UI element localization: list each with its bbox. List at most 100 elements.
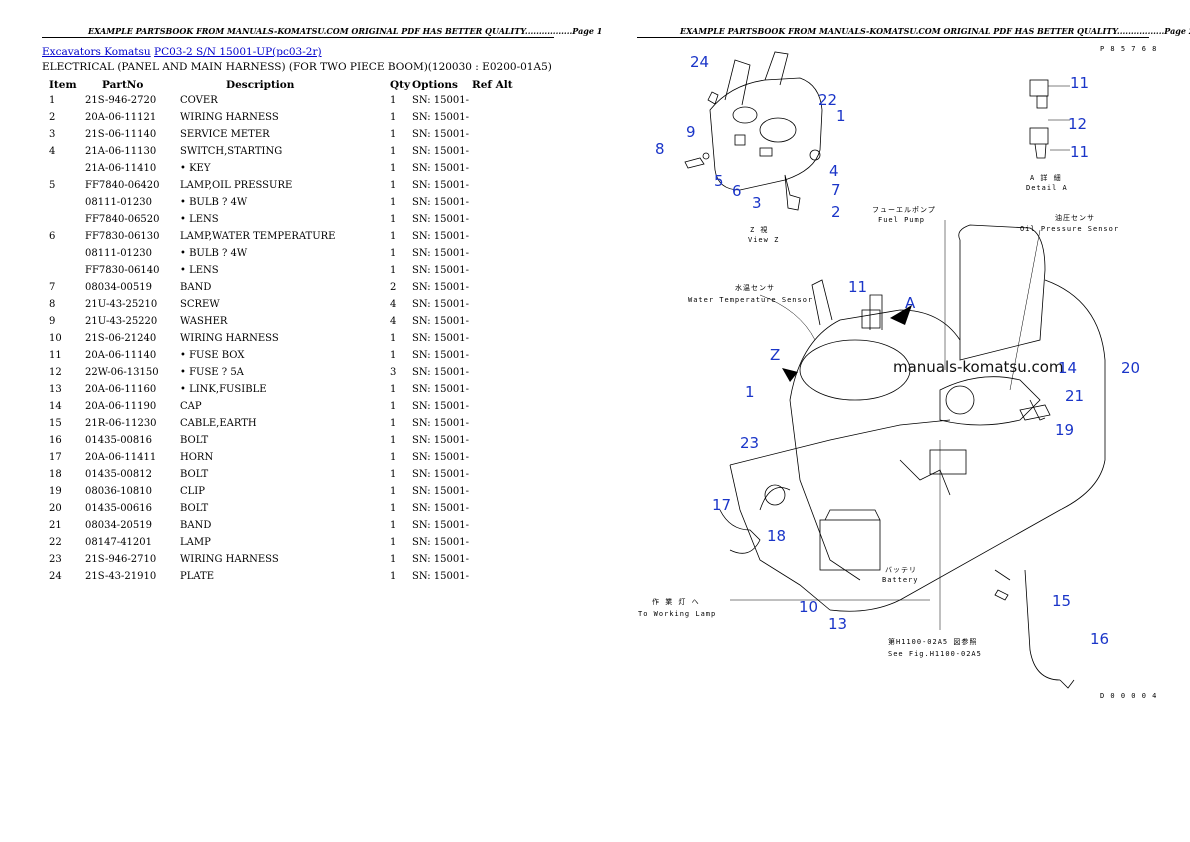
cell-description: LAMP,WATER TEMPERATURE: [180, 231, 336, 242]
cell-item: 17: [49, 452, 62, 463]
battery-jp: バッテリ: [885, 566, 917, 574]
cell-refalt: [472, 177, 522, 194]
cell-options: SN: 15001-: [412, 129, 469, 140]
cell-options: SN: 15001-: [412, 231, 469, 242]
cell-options: SN: 15001-: [412, 418, 469, 429]
cell-description: WIRING HARNESS: [180, 554, 279, 565]
cell-options: SN: 15001-: [412, 435, 469, 446]
view-z-panel: [684, 51, 823, 211]
cell-item: 10: [49, 333, 62, 344]
cell-qty: 1: [390, 333, 397, 344]
cell-partno: FF7840-06420: [85, 180, 160, 191]
cell-description: COVER: [180, 95, 218, 106]
cell-description: • LENS: [180, 214, 219, 225]
breadcrumb: Excavators Komatsu PC03-2 S/N 15001-UP(p…: [42, 46, 322, 58]
cell-item: 4: [49, 146, 56, 157]
cell-partno: 21S-946-2720: [85, 95, 157, 106]
cell-description: CAP: [180, 401, 202, 412]
cell-refalt: [472, 568, 522, 585]
cell-item: 8: [49, 299, 56, 310]
section-title: ELECTRICAL (PANEL AND MAIN HARNESS) (FOR…: [42, 61, 552, 73]
callout-13: 13: [828, 615, 847, 633]
cell-options: SN: 15001-: [412, 197, 469, 208]
cell-partno: 08034-20519: [85, 520, 153, 531]
cell-qty: 1: [390, 520, 397, 531]
callout-7: 7: [831, 181, 841, 199]
cell-qty: 4: [390, 299, 397, 310]
working-lamp-en: To Working Lamp: [638, 610, 716, 618]
arrow-a-marker: [890, 305, 912, 325]
cell-options: SN: 15001-: [412, 146, 469, 157]
cell-description: LAMP: [180, 537, 211, 548]
breadcrumb-link-category[interactable]: Excavators Komatsu: [42, 46, 151, 58]
cell-partno: 22W-06-13150: [85, 367, 159, 378]
callout-14: 14: [1058, 359, 1077, 377]
cell-refalt: [472, 432, 522, 449]
cell-qty: 1: [390, 146, 397, 157]
cell-item: 1: [49, 95, 56, 106]
cell-partno: FF7840-06520: [85, 214, 160, 225]
cell-qty: 1: [390, 435, 397, 446]
cell-options: SN: 15001-: [412, 537, 469, 548]
callout-11-c: 11: [848, 278, 867, 296]
cell-qty: 2: [390, 282, 397, 293]
cell-qty: 1: [390, 112, 397, 123]
cell-partno: 21S-06-11140: [85, 129, 157, 140]
cell-refalt: [472, 449, 522, 466]
cell-options: SN: 15001-: [412, 401, 469, 412]
cell-qty: 1: [390, 418, 397, 429]
cell-options: SN: 15001-: [412, 452, 469, 463]
callout-20: 20: [1121, 359, 1140, 377]
cell-options: SN: 15001-: [412, 350, 469, 361]
table-header-row: Item PartNo Description Qty Options Ref …: [42, 77, 522, 92]
cell-qty: 1: [390, 469, 397, 480]
cell-qty: 1: [390, 571, 397, 582]
callout-8: 8: [655, 140, 665, 158]
cell-qty: 1: [390, 197, 397, 208]
arrow-a-label: A: [905, 294, 916, 312]
cell-options: SN: 15001-: [412, 469, 469, 480]
cell-description: SCREW: [180, 299, 220, 310]
cell-options: SN: 15001-: [412, 265, 469, 276]
callout-5: 5: [714, 172, 724, 190]
cell-options: SN: 15001-: [412, 486, 469, 497]
cell-description: CLIP: [180, 486, 205, 497]
water-sensor-jp: 水温センサ: [735, 283, 775, 292]
breadcrumb-link-model[interactable]: PC03-2 S/N 15001-UP(pc03-2r): [154, 46, 322, 58]
cell-partno: FF7830-06130: [85, 231, 160, 242]
cell-partno: 08036-10810: [85, 486, 153, 497]
cell-refalt: [472, 466, 522, 483]
cell-options: SN: 15001-: [412, 214, 469, 225]
cell-partno: 20A-06-11121: [85, 112, 157, 123]
fuel-pump-jp: フューエルポンプ: [872, 206, 936, 214]
detail-a-panel: [1029, 79, 1070, 159]
cell-description: • FUSE BOX: [180, 350, 245, 361]
detail-a-jp: A 詳 細: [1030, 173, 1062, 182]
cell-item: 3: [49, 129, 56, 140]
parts-table: Item PartNo Description Qty Options Ref …: [42, 77, 522, 585]
callout-11-a: 11: [1070, 74, 1089, 92]
cell-qty: 1: [390, 265, 397, 276]
see-fig-jp: 第H1100-02A5 図参照: [888, 637, 977, 646]
cell-refalt: [472, 534, 522, 551]
cell-description: SERVICE METER: [180, 129, 270, 140]
cell-item: 11: [49, 350, 62, 361]
cell-qty: 1: [390, 554, 397, 565]
cell-partno: 20A-06-11140: [85, 350, 157, 361]
callout-9: 9: [686, 123, 696, 141]
callout-21: 21: [1065, 387, 1084, 405]
